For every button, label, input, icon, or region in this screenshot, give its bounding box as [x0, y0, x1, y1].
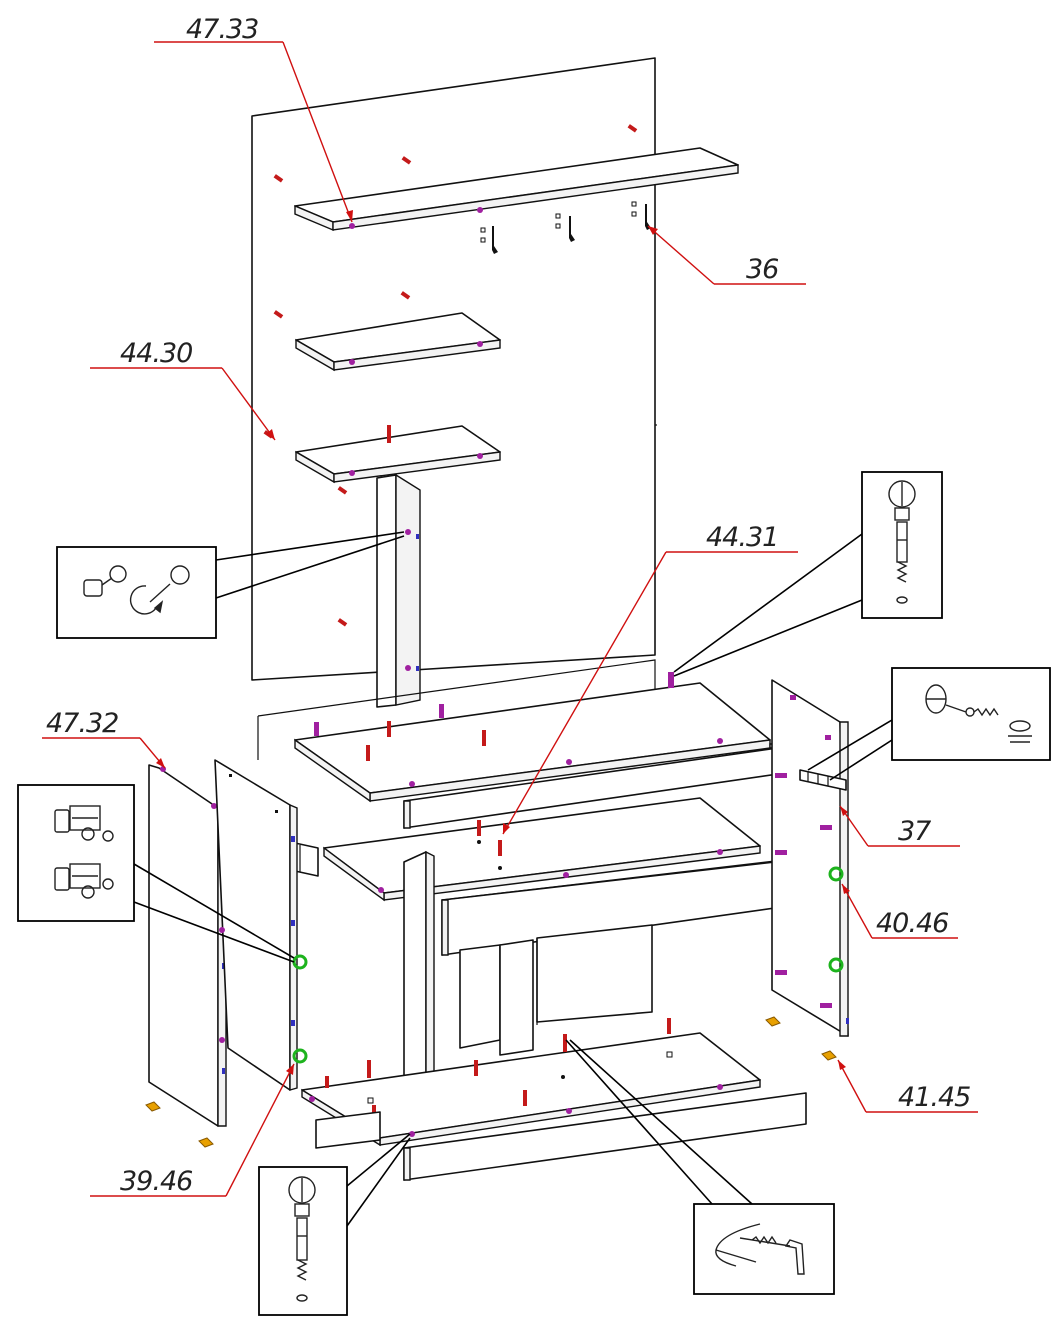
- label-41-45: 41.45: [837, 1059, 978, 1113]
- confirmat-screw-icon: [888, 480, 916, 604]
- label-40-46: 40.46: [841, 883, 958, 939]
- confirmat-screw-icon: [288, 1176, 316, 1302]
- label-44-30: 44.30: [90, 338, 276, 441]
- label-37: 37: [839, 805, 960, 847]
- label-47-32: 47.32: [42, 708, 166, 769]
- part-label-37: 37: [898, 816, 931, 847]
- callout-hex-key: [565, 1039, 835, 1295]
- cam-lock-icon: [83, 565, 190, 615]
- hex-key-icon: [715, 1223, 805, 1275]
- lower-back-panel: [257, 659, 656, 760]
- upper-divider: [376, 473, 421, 708]
- back-panel: [251, 57, 657, 681]
- left-side-panel: [214, 759, 308, 1091]
- shelf-brackets: [480, 201, 651, 254]
- connector-block: [294, 842, 319, 877]
- callout-wood-screw: [807, 667, 1051, 781]
- part-label-39-46: 39.46: [120, 1166, 192, 1197]
- part-label-44-31: 44.31: [706, 522, 778, 553]
- label-44-31: 44.31: [502, 522, 798, 835]
- right-top-rail: [799, 769, 847, 791]
- lower-shelf: [295, 425, 501, 484]
- middle-shelf: [295, 312, 501, 372]
- part-label-41-45: 41.45: [898, 1082, 970, 1113]
- label-36: 36: [647, 225, 806, 285]
- wood-screw-icon: [925, 684, 1032, 743]
- cabinet-top: [294, 672, 771, 803]
- callout-hinge: [17, 784, 295, 963]
- left-door: [148, 764, 227, 1127]
- part-label-36: 36: [746, 254, 778, 285]
- label-39-46: 39.46: [90, 1063, 295, 1197]
- top-shelf: [294, 147, 739, 232]
- label-47-33: 47.33: [154, 14, 353, 223]
- interior-partition: [459, 924, 653, 1056]
- adjustable-feet: [145, 1016, 837, 1148]
- part-label-44-30: 44.30: [120, 338, 192, 369]
- part-label-40-46: 40.46: [876, 908, 948, 939]
- right-side-panel: [771, 679, 849, 1037]
- callout-confirmat-bottom: [258, 1133, 411, 1316]
- hinge-icon: [54, 805, 114, 899]
- back-plinth: [315, 1111, 381, 1149]
- front-plinth: [403, 1092, 807, 1181]
- callout-confirmat-top: [673, 471, 943, 677]
- part-label-47-33: 47.33: [186, 14, 258, 45]
- callout-cam-lock: [56, 531, 405, 639]
- part-label-47-32: 47.32: [46, 708, 118, 739]
